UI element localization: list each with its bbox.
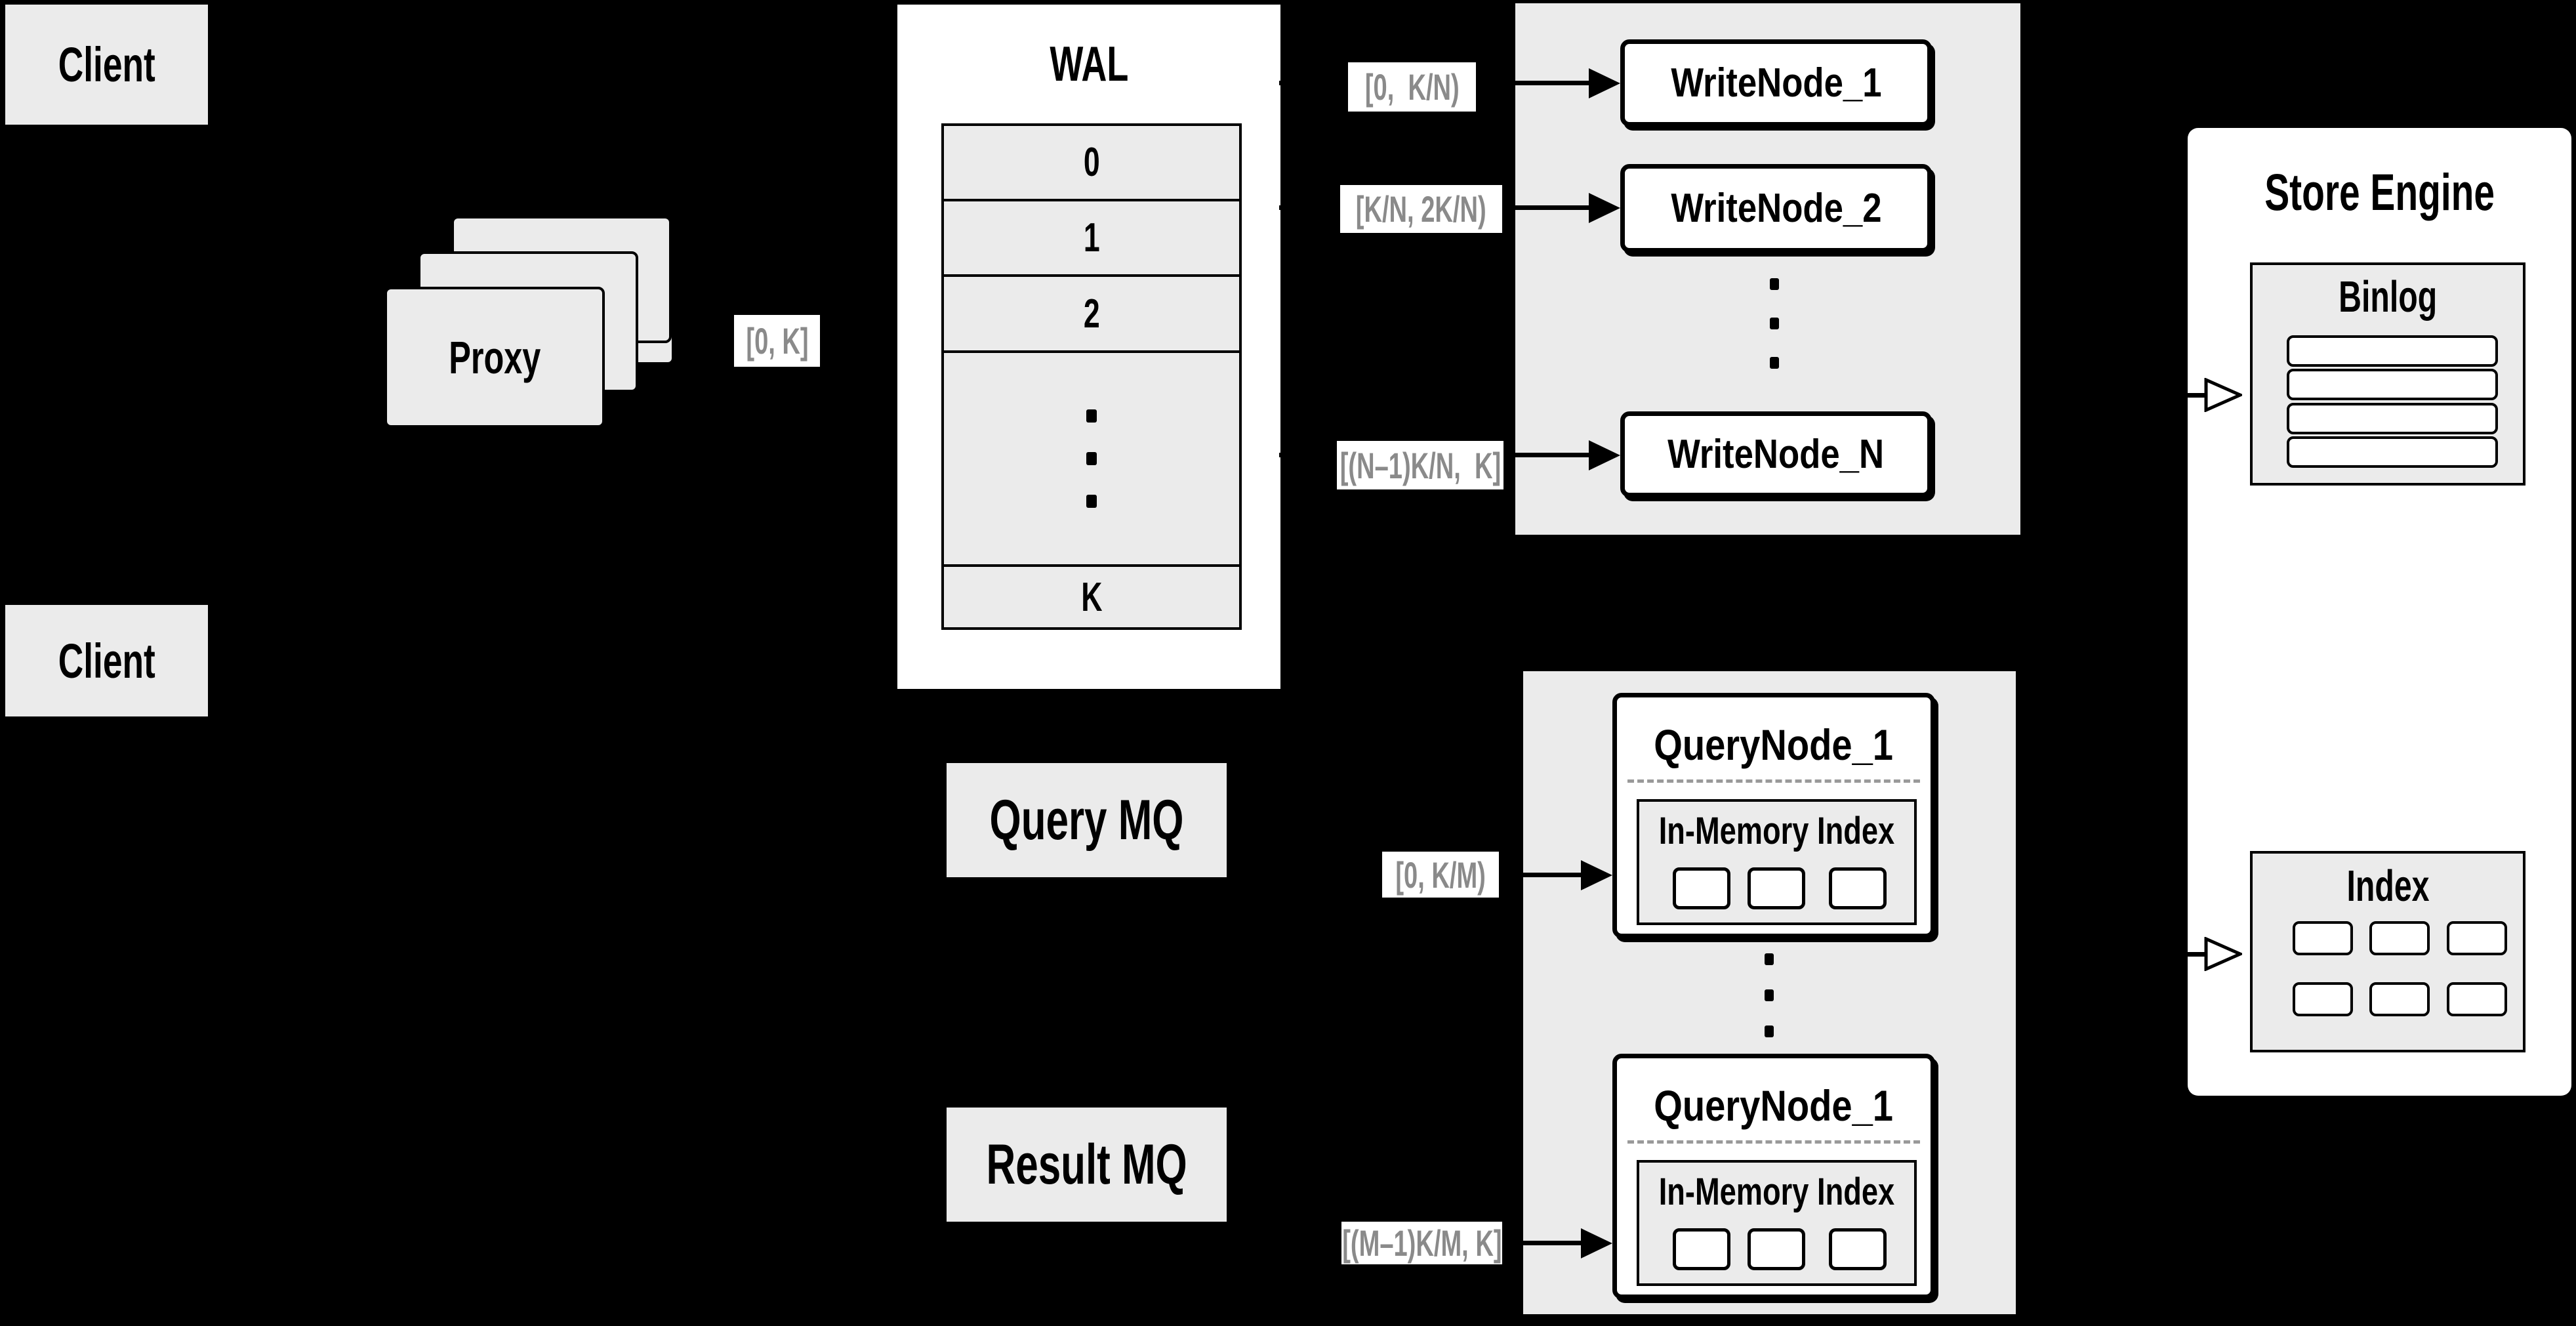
index-cell xyxy=(2369,921,2430,955)
store-engine-panel: Store Engine Binlog Index xyxy=(2188,128,2571,1096)
result-mq-box: Result MQ xyxy=(947,1108,1227,1222)
index-segment xyxy=(1829,1228,1887,1270)
index-cell xyxy=(2293,921,2353,955)
wal-segment-row: K xyxy=(944,564,1239,627)
index-segment xyxy=(1748,867,1805,909)
ellipsis-dots xyxy=(1086,409,1097,508)
binlog-row xyxy=(2287,436,2498,468)
binlog-row xyxy=(2287,335,2498,367)
result-mq-label: Result MQ xyxy=(986,1132,1187,1196)
range-label-writenodeN: [(N–1)K/N, K] xyxy=(1337,441,1503,489)
proxy-label: Proxy xyxy=(448,331,541,383)
binlog-row xyxy=(2287,369,2498,400)
index-segment xyxy=(1673,1228,1730,1270)
arrowhead-writenode1 xyxy=(1589,68,1620,98)
wal-segment-row: 1 xyxy=(944,199,1239,274)
arrowhead-hollow-index xyxy=(2204,937,2242,971)
range-label-writenode2: [K/N, 2K/N) xyxy=(1340,185,1502,233)
wal-panel: WAL 0 1 2 K xyxy=(897,5,1280,689)
divider-dashed xyxy=(1627,779,1920,783)
range-label-querynode1: [0, K/M) xyxy=(1382,852,1499,898)
divider-dashed xyxy=(1627,1140,1920,1144)
arrowhead-writenode2 xyxy=(1589,193,1620,223)
index-box: Index xyxy=(2250,851,2525,1052)
index-cell xyxy=(2293,982,2353,1016)
range-label-proxy-wal: [0, K] xyxy=(734,315,820,367)
binlog-box: Binlog xyxy=(2250,262,2525,486)
arrow-querynodes-index xyxy=(2020,952,2207,957)
query-node-title: QueryNode_1 xyxy=(1654,720,1894,769)
store-engine-title: Store Engine xyxy=(2264,163,2495,221)
arrow-writenodes-binlog xyxy=(2020,393,2207,398)
wal-segment-table: 0 1 2 K xyxy=(941,123,1242,630)
query-node-1: QueryNode_1 In-Memory Index xyxy=(1612,693,1935,938)
index-segment xyxy=(1673,867,1730,909)
arrowhead-hollow-binlog xyxy=(2204,378,2242,412)
client-bottom-label: Client xyxy=(58,633,155,688)
query-mq-box: Query MQ xyxy=(947,763,1227,877)
wal-title: WAL xyxy=(1050,36,1128,91)
in-memory-index-box: In-Memory Index xyxy=(1637,799,1917,925)
arrowhead-writenodeN xyxy=(1589,440,1620,470)
arrowhead-querynode2 xyxy=(1581,1228,1612,1258)
ellipsis-dots xyxy=(1765,953,1774,1037)
query-node-title: QueryNode_1 xyxy=(1654,1081,1894,1130)
client-box-bottom: Client xyxy=(5,605,208,716)
range-label-querynode2: [(M–1)K/M, K] xyxy=(1341,1222,1502,1264)
write-node-n: WriteNode_N xyxy=(1620,411,1932,497)
client-box-top: Client xyxy=(5,5,208,125)
proxy-card-front: Proxy xyxy=(384,287,605,428)
wal-segment-row: 0 xyxy=(944,126,1239,199)
write-node-1: WriteNode_1 xyxy=(1620,39,1932,127)
index-cell xyxy=(2447,982,2507,1016)
index-cell xyxy=(2447,921,2507,955)
arrowhead-querynode1 xyxy=(1581,860,1612,890)
query-mq-label: Query MQ xyxy=(989,788,1184,852)
in-memory-index-label: In-Memory Index xyxy=(1658,809,1895,852)
client-top-label: Client xyxy=(58,37,155,92)
wal-ellipsis-row xyxy=(944,350,1239,564)
binlog-row xyxy=(2287,403,2498,434)
index-cell xyxy=(2369,982,2430,1016)
binlog-title: Binlog xyxy=(2338,272,2438,321)
wal-segment-row: 2 xyxy=(944,274,1239,350)
query-node-2: QueryNode_1 In-Memory Index xyxy=(1612,1054,1935,1299)
in-memory-index-box: In-Memory Index xyxy=(1637,1160,1917,1286)
in-memory-index-label: In-Memory Index xyxy=(1658,1170,1895,1213)
index-title: Index xyxy=(2346,861,2429,911)
index-segment xyxy=(1829,867,1887,909)
write-node-2: WriteNode_2 xyxy=(1620,164,1932,253)
range-label-writenode1: [0, K/N) xyxy=(1348,62,1476,112)
ellipsis-dots xyxy=(1770,278,1779,369)
index-segment xyxy=(1748,1228,1805,1270)
